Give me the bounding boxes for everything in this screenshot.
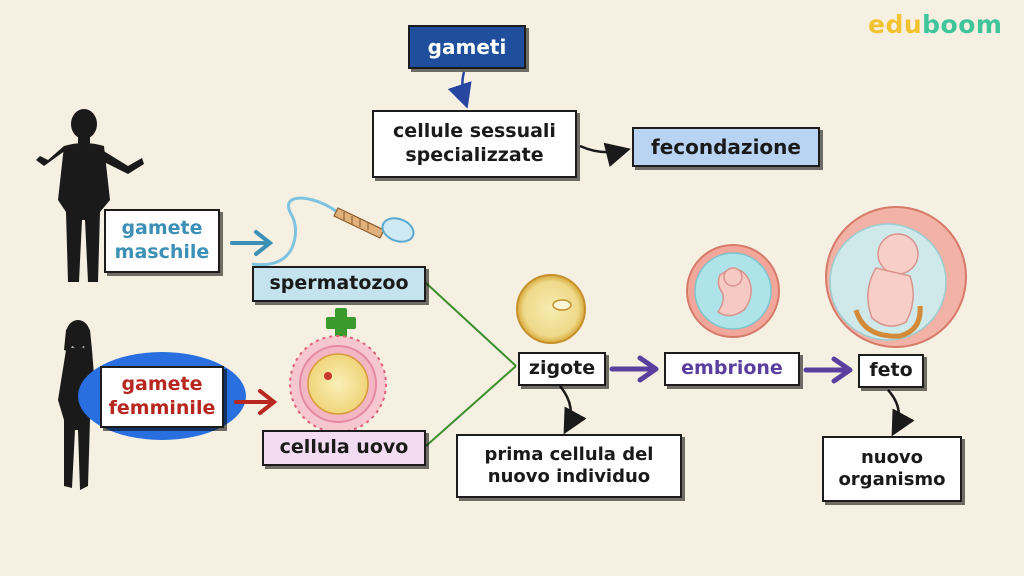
gamete-femminile-label: gamete femminile [100,366,224,428]
gameti-label: gameti [408,25,526,69]
gameti-down-arrow [447,71,472,109]
embryo-icon [686,244,780,338]
prima-cellula-label: prima cellula del nuovo individuo [456,434,682,498]
fetus-icon [825,206,967,348]
male-silhouette-icon [36,109,144,282]
spermatozoo-label: spermatozoo [252,266,426,302]
nuovo-organismo-label: nuovo organismo [822,436,962,502]
zygote-icon [516,274,586,344]
green-connectors [425,282,517,447]
female-arrow [234,389,278,415]
zigote-to-embrione-arrow [609,355,659,383]
zigote-label: zigote [518,352,606,386]
egg-cell-icon [289,335,387,433]
eduboom-logo: eduboom [868,10,1002,39]
to-fecondazione-arrow [579,142,631,167]
embrione-label: embrione [664,352,800,386]
zigote-down-arrow [559,385,587,435]
embrione-to-feto-arrow [803,356,853,384]
plus-icon [326,308,356,338]
fecondazione-label: fecondazione [632,127,820,167]
logo-part-edu: edu [868,10,923,39]
sperm-cell-icon [251,196,415,267]
cellula-uovo-label: cellula uovo [262,430,426,466]
logo-part-boom: boom [922,10,1003,39]
gamete-maschile-label: gamete maschile [104,209,220,273]
feto-down-arrow [887,389,915,437]
cellule-sessuali-label: cellule sessuali specializzate [372,110,577,178]
feto-label: feto [858,354,924,388]
male-arrow [230,230,274,256]
